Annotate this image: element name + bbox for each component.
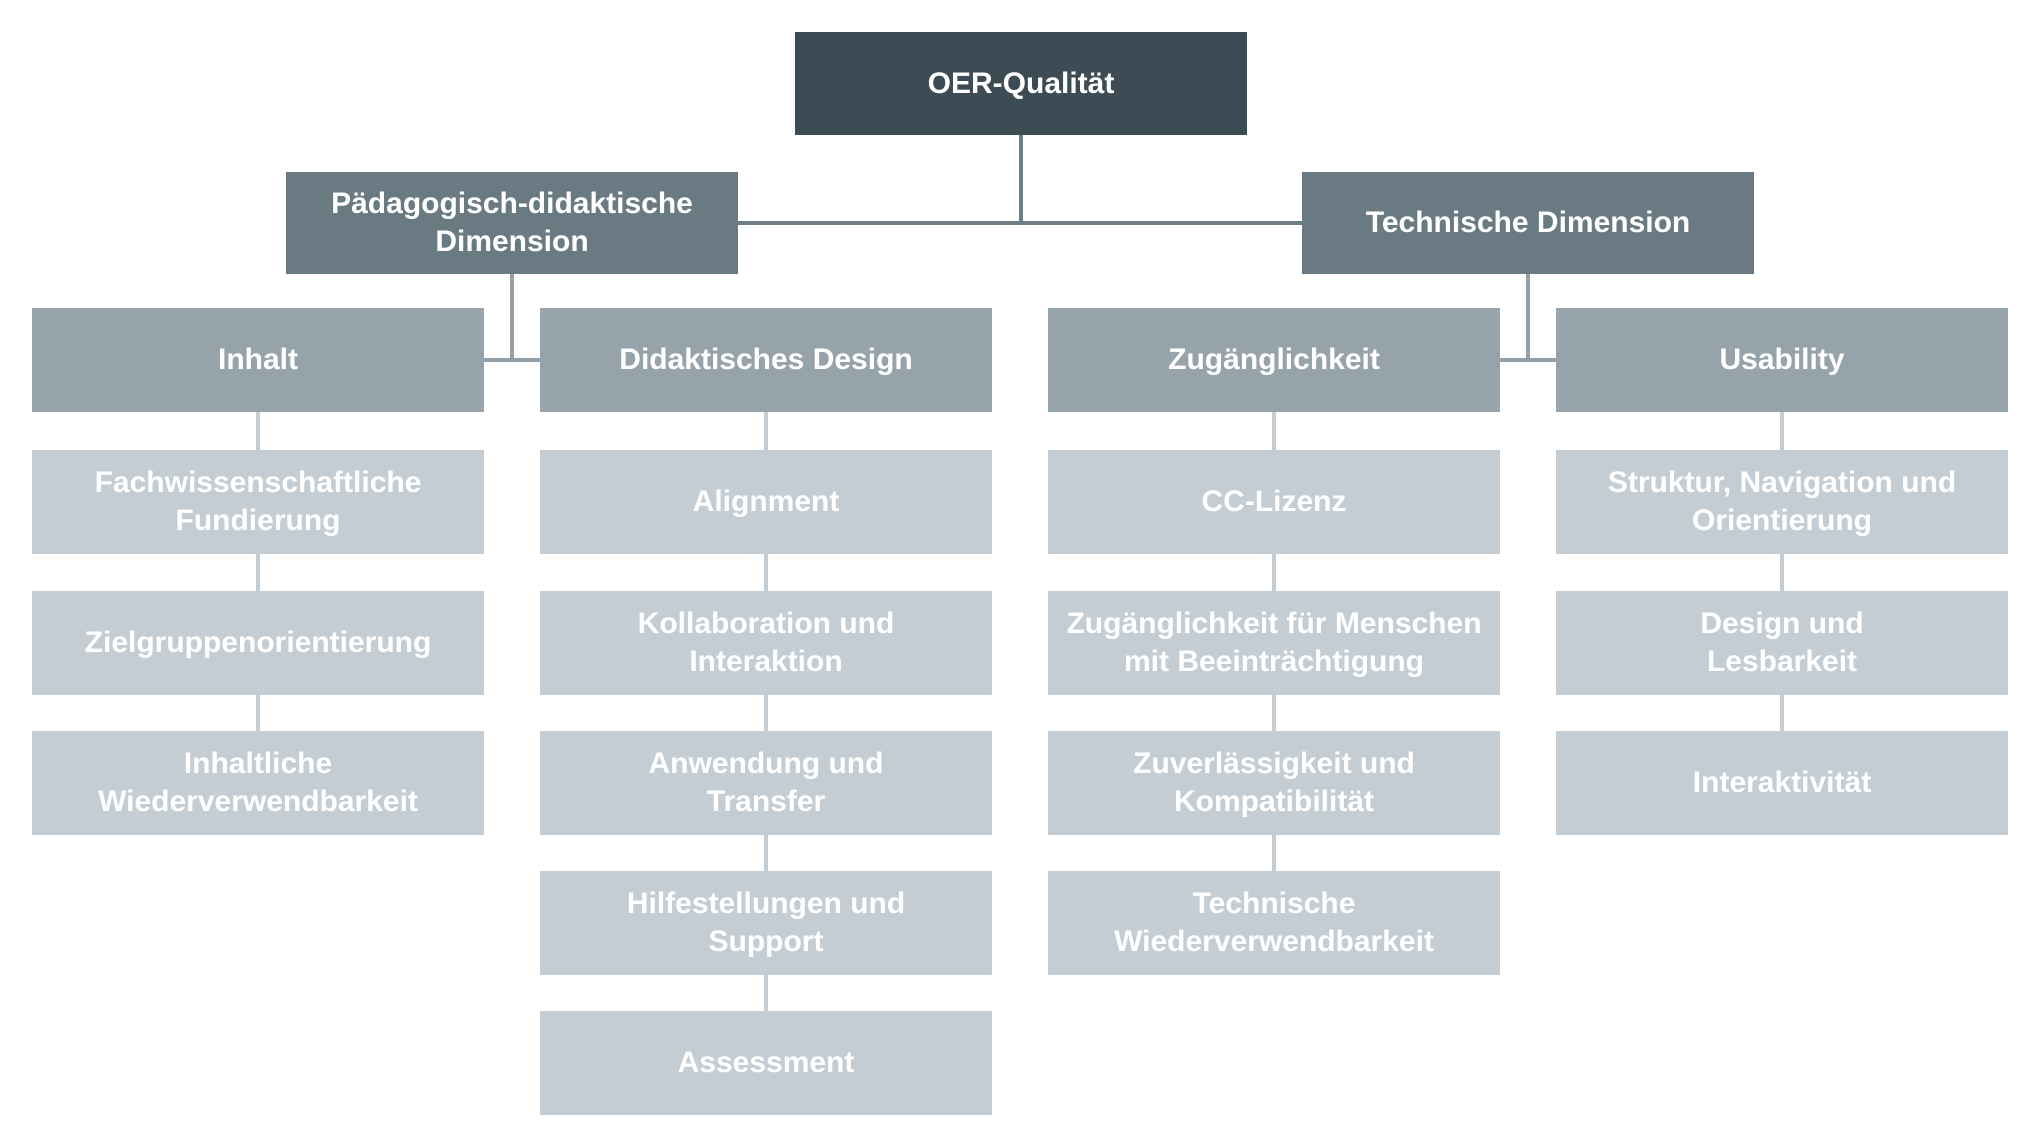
node-zielgruppenorientierung-label: Zielgruppenorientierung <box>84 626 432 659</box>
node-hilfestellungen-und-support-label: Hilfestellungen und Support <box>626 887 906 958</box>
node-zugaenglichkeit-fuer-menschen-label: Zugänglichkeit für Menschen mit Beeinträ… <box>1066 607 1482 678</box>
node-struktur-navigation-orientierung-label: Struktur, Navigation und Orientierung <box>1607 466 1957 537</box>
node-zuverlaessigkeit-und-kompatibilitaet-label: Zuverlässigkeit und Kompatibilität <box>1133 747 1415 818</box>
node-didaktisches-design-label: Didaktisches Design <box>619 343 913 376</box>
connector-col3-2 <box>1272 554 1276 591</box>
node-assessment-label: Assessment <box>677 1046 855 1079</box>
node-fachwissenschaftliche-fundierung-label: Fachwissenschaftliche Fundierung <box>94 466 422 537</box>
connector-col3-1 <box>1272 412 1276 450</box>
node-hilfestellungen-und-support: Hilfestellungen und Support <box>540 871 992 975</box>
node-zugaenglichkeit: Zugänglichkeit <box>1048 308 1500 412</box>
node-kollaboration-und-interaktion-label: Kollaboration und Interaktion <box>637 607 895 678</box>
node-kollaboration-und-interaktion: Kollaboration und Interaktion <box>540 591 992 695</box>
node-interaktivitaet-label: Interaktivität <box>1692 766 1872 799</box>
node-alignment-label: Alignment <box>692 485 840 518</box>
connector-root-horizontal <box>738 221 1302 225</box>
node-zugaenglichkeit-fuer-menschen: Zugänglichkeit für Menschen mit Beeinträ… <box>1048 591 1500 695</box>
connector-col1-2 <box>256 554 260 591</box>
node-oer-qualitaet-label: OER-Qualität <box>927 66 1115 100</box>
connector-col4-1 <box>1780 412 1784 450</box>
node-alignment: Alignment <box>540 450 992 554</box>
node-design-und-lesbarkeit: Design und Lesbarkeit <box>1556 591 2008 695</box>
node-struktur-navigation-orientierung: Struktur, Navigation und Orientierung <box>1556 450 2008 554</box>
node-oer-qualitaet: OER-Qualität <box>795 32 1247 135</box>
node-technische-wiederverwendbarkeit-label: Technische Wiederverwendbarkeit <box>1114 887 1434 958</box>
connector-col2-3 <box>764 695 768 731</box>
node-zuverlaessigkeit-und-kompatibilitaet: Zuverlässigkeit und Kompatibilität <box>1048 731 1500 835</box>
connector-col3-4 <box>1272 835 1276 871</box>
connector-col4-3 <box>1780 695 1784 731</box>
connector-dim2-tee <box>1500 358 1556 362</box>
connector-col1-3 <box>256 695 260 731</box>
node-usability: Usability <box>1556 308 2008 412</box>
node-cc-lizenz-label: CC-Lizenz <box>1201 485 1347 518</box>
node-inhalt-label: Inhalt <box>218 343 298 376</box>
node-technische-wiederverwendbarkeit: Technische Wiederverwendbarkeit <box>1048 871 1500 975</box>
node-assessment: Assessment <box>540 1011 992 1115</box>
node-paedagogisch-didaktische-dimension-label: Pädagogisch-didaktische Dimension <box>331 187 693 258</box>
connector-dim1-vertical <box>510 274 514 362</box>
connector-col4-2 <box>1780 554 1784 591</box>
node-usability-label: Usability <box>1719 343 1845 376</box>
node-technische-dimension: Technische Dimension <box>1302 172 1754 274</box>
connector-col2-5 <box>764 975 768 1011</box>
node-zielgruppenorientierung: Zielgruppenorientierung <box>32 591 484 695</box>
node-technische-dimension-label: Technische Dimension <box>1365 206 1691 239</box>
connector-root-vertical <box>1019 135 1023 225</box>
node-fachwissenschaftliche-fundierung: Fachwissenschaftliche Fundierung <box>32 450 484 554</box>
connector-dim2-vertical <box>1526 274 1530 362</box>
node-cc-lizenz: CC-Lizenz <box>1048 450 1500 554</box>
node-inhaltliche-wiederverwendbarkeit: Inhaltliche Wiederverwendbarkeit <box>32 731 484 835</box>
connector-dim1-tee <box>484 358 540 362</box>
connector-col1-1 <box>256 412 260 450</box>
node-design-und-lesbarkeit-label: Design und Lesbarkeit <box>1700 607 1864 678</box>
node-anwendung-und-transfer-label: Anwendung und Transfer <box>648 747 884 818</box>
connector-col2-2 <box>764 554 768 591</box>
node-inhalt: Inhalt <box>32 308 484 412</box>
node-paedagogisch-didaktische-dimension: Pädagogisch-didaktische Dimension <box>286 172 738 274</box>
connector-col2-1 <box>764 412 768 450</box>
node-zugaenglichkeit-label: Zugänglichkeit <box>1168 343 1380 376</box>
node-anwendung-und-transfer: Anwendung und Transfer <box>540 731 992 835</box>
node-didaktisches-design: Didaktisches Design <box>540 308 992 412</box>
node-interaktivitaet: Interaktivität <box>1556 731 2008 835</box>
node-inhaltliche-wiederverwendbarkeit-label: Inhaltliche Wiederverwendbarkeit <box>98 747 418 818</box>
connector-col3-3 <box>1272 695 1276 731</box>
connector-col2-4 <box>764 835 768 871</box>
